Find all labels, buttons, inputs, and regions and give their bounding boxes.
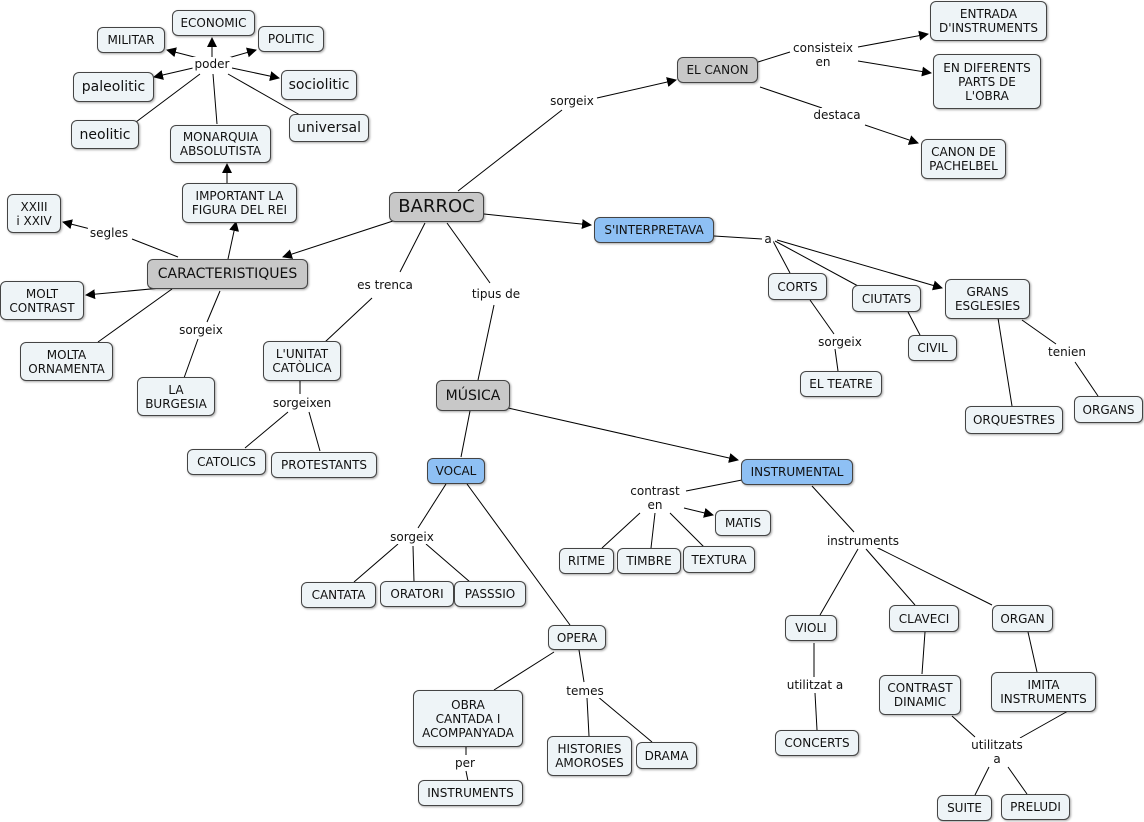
- node-civil[interactable]: CIVIL: [908, 335, 957, 361]
- node-xxiii[interactable]: XXIII i XXIV: [7, 194, 61, 233]
- node-protestants[interactable]: PROTESTANTS: [271, 452, 377, 478]
- label-tenien: tenien: [1045, 345, 1089, 359]
- label-sorgeix-teatre: sorgeix: [816, 335, 864, 349]
- node-entrada-instruments[interactable]: ENTRADA D'INSTRUMENTS: [930, 1, 1047, 41]
- node-imita-instruments[interactable]: IMITA INSTRUMENTS: [991, 672, 1096, 712]
- node-passsio[interactable]: PASSSIO: [454, 581, 526, 607]
- label-destaca: destaca: [811, 108, 863, 122]
- node-politic[interactable]: POLITIC: [258, 26, 324, 52]
- node-oratori[interactable]: ORATORI: [380, 581, 454, 607]
- label-tipus-de: tipus de: [469, 287, 523, 301]
- node-corts[interactable]: CORTS: [768, 273, 827, 300]
- label-consisteix-en: consisteix en: [791, 41, 855, 69]
- label-utilitzats-a: utilitzats a: [969, 738, 1025, 766]
- node-canon-pachelbel[interactable]: CANON DE PACHELBEL: [921, 139, 1006, 179]
- node-organs[interactable]: ORGANS: [1074, 396, 1143, 423]
- node-suite[interactable]: SUITE: [937, 795, 992, 821]
- node-claveci[interactable]: CLAVECI: [889, 605, 959, 632]
- node-militar[interactable]: MILITAR: [97, 27, 165, 53]
- label-sorgeix-canon: sorgeix: [548, 94, 596, 108]
- label-segles: segles: [87, 226, 131, 240]
- node-el-canon[interactable]: EL CANON: [677, 57, 758, 83]
- node-universal[interactable]: universal: [289, 114, 369, 142]
- node-molta-ornamenta[interactable]: MOLTA ORNAMENTA: [20, 342, 113, 381]
- node-paleolitic[interactable]: paleolitic: [73, 72, 154, 102]
- node-barroc[interactable]: BARROC: [389, 192, 484, 222]
- label-sorgeixen: sorgeixen: [270, 396, 334, 410]
- node-obra-cantada[interactable]: OBRA CANTADA I ACOMPANYADA: [413, 690, 523, 747]
- node-caracteristiques[interactable]: CARACTERISTIQUES: [147, 259, 308, 289]
- node-matis[interactable]: MATIS: [715, 510, 771, 536]
- node-economic[interactable]: ECONOMIC: [172, 10, 255, 36]
- label-sorgeix-vocal: sorgeix: [388, 530, 436, 544]
- node-ciutats[interactable]: CIUTATS: [852, 285, 921, 312]
- node-unitat-catolica[interactable]: L'UNITAT CATÒLICA: [263, 341, 341, 381]
- node-drama[interactable]: DRAMA: [636, 742, 697, 769]
- node-histories-amoroses[interactable]: HISTORIES AMOROSES: [547, 736, 632, 776]
- label-per: per: [453, 756, 477, 770]
- node-important[interactable]: IMPORTANT LA FIGURA DEL REI: [182, 183, 297, 223]
- node-orquestres[interactable]: ORQUESTRES: [965, 406, 1063, 434]
- node-vocal[interactable]: VOCAL: [427, 458, 485, 484]
- label-temes: temes: [564, 684, 606, 698]
- label-utilitzat-a: utilitzat a: [784, 678, 846, 692]
- node-preludi[interactable]: PRELUDI: [1001, 794, 1070, 820]
- node-monarquia[interactable]: MONARQUIA ABSOLUTISTA: [170, 125, 271, 163]
- node-diferents-parts[interactable]: EN DIFERENTS PARTS DE L'OBRA: [933, 54, 1041, 109]
- node-textura[interactable]: TEXTURA: [683, 546, 755, 573]
- label-a-interpretava: a: [762, 232, 774, 246]
- node-violi[interactable]: VIOLI: [785, 615, 837, 641]
- node-instrumental[interactable]: INSTRUMENTAL: [741, 459, 853, 485]
- label-poder: poder: [192, 57, 232, 71]
- node-concerts[interactable]: CONCERTS: [775, 730, 859, 756]
- node-musica[interactable]: MÚSICA: [436, 380, 510, 411]
- node-grans-esglesies[interactable]: GRANS ESGLESIES: [945, 279, 1030, 319]
- node-la-burgesia[interactable]: LA BURGESIA: [137, 377, 215, 416]
- node-sociolitic[interactable]: sociolitic: [281, 70, 357, 100]
- node-organ[interactable]: ORGAN: [992, 605, 1053, 632]
- label-instruments: instruments: [824, 534, 902, 548]
- node-sinterpretava[interactable]: S'INTERPRETAVA: [594, 217, 714, 243]
- node-opera[interactable]: OPERA: [548, 625, 606, 650]
- node-el-teatre[interactable]: EL TEATRE: [800, 371, 882, 397]
- label-contrast-en: contrast en: [628, 484, 682, 512]
- node-catolics[interactable]: CATOLICS: [187, 449, 266, 475]
- node-neolitic[interactable]: neolitic: [71, 120, 139, 149]
- node-molt-contrast[interactable]: MOLT CONTRAST: [0, 281, 84, 320]
- node-ritme[interactable]: RITME: [559, 548, 614, 574]
- node-timbre[interactable]: TIMBRE: [617, 548, 681, 574]
- label-sorgeix-burgesia: sorgeix: [177, 323, 225, 337]
- node-contrast-dinamic[interactable]: CONTRAST DINAMIC: [879, 675, 961, 715]
- node-instruments[interactable]: INSTRUMENTS: [418, 780, 523, 806]
- label-es-trenca: es trenca: [355, 278, 415, 292]
- node-cantata[interactable]: CANTATA: [301, 582, 376, 608]
